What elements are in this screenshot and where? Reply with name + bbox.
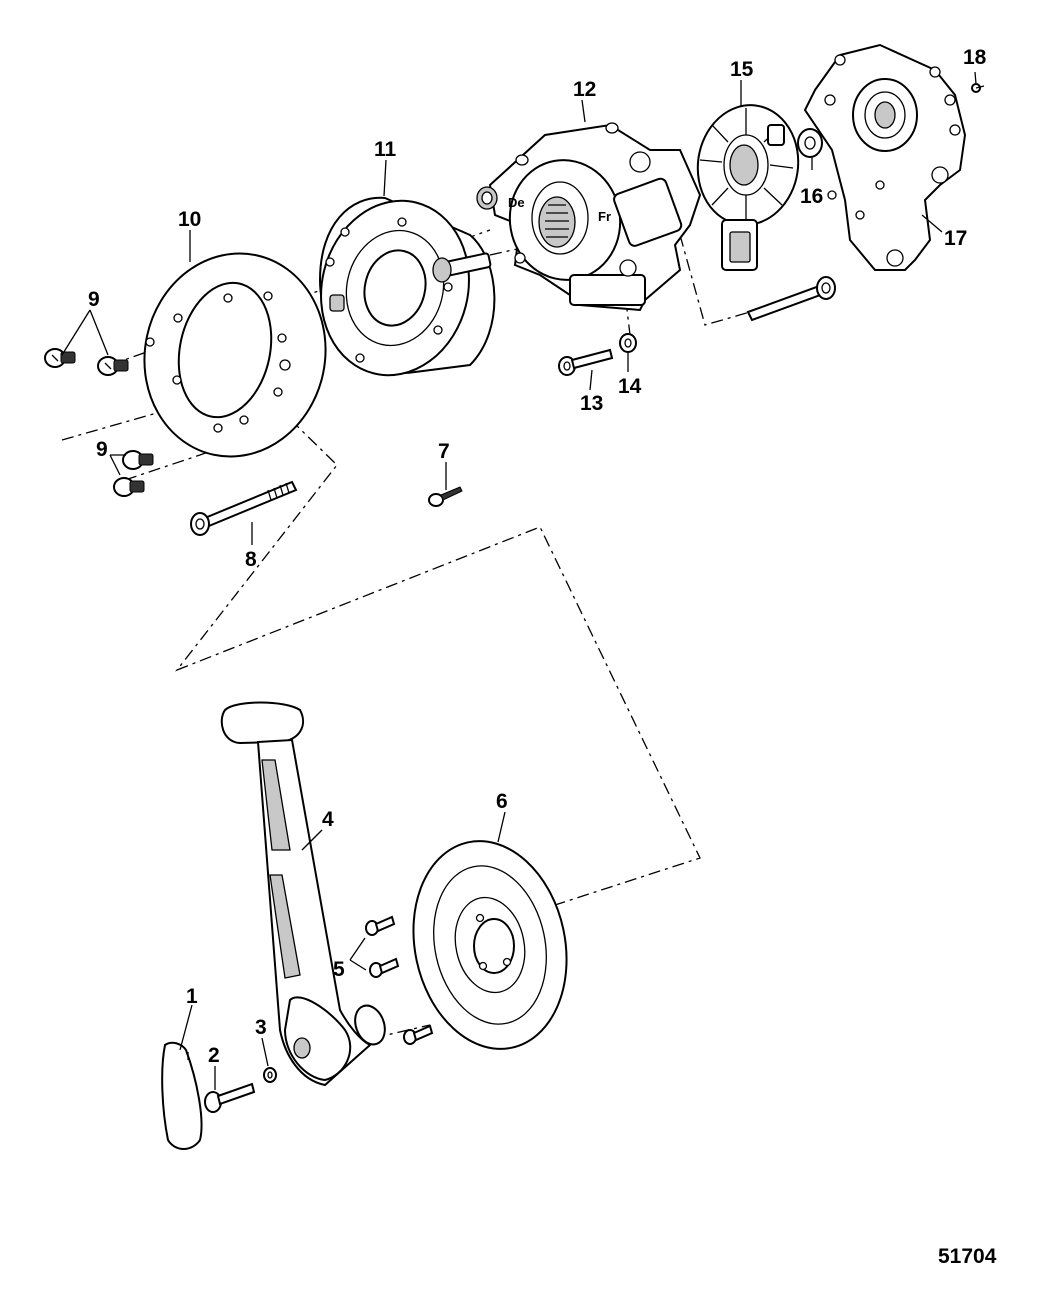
callout-13: 13 [580,392,603,415]
callout-7: 7 [438,440,450,463]
callout-9-upper: 9 [88,288,100,311]
housing-mark-fr: Fr [598,209,611,224]
figure-number: 51704 [938,1245,997,1268]
housing-mark-de: De [508,195,525,210]
disc-cover-part-6 [412,840,568,1050]
lever-handle-part-4 [220,701,386,1087]
callout-18: 18 [963,46,987,69]
callout-16: 16 [800,185,823,208]
callout-4: 4 [322,808,334,831]
flat-head-screws-part-9 [44,348,154,497]
callout-14: 14 [618,375,642,398]
callout-labels: 1 2 3 4 5 6 7 8 9 9 10 11 12 13 14 15 16… [88,46,987,1067]
callout-1: 1 [186,985,198,1008]
long-bolt-part-8 [190,480,298,536]
callout-9-lower: 9 [96,438,108,461]
long-bolt-rear [746,276,836,322]
washer-part-3 [263,1067,277,1083]
callout-11: 11 [374,138,397,161]
small-screw-part-7 [428,486,463,507]
washer-part-14 [619,333,637,353]
knob-cover-part-1 [161,1041,203,1150]
callout-5: 5 [333,958,345,981]
callout-2: 2 [208,1044,220,1067]
back-plate-part-17 [803,43,967,271]
callout-17: 17 [944,227,967,250]
ring-plate-part-10 [143,252,327,458]
sensor-cover-part-15 [696,104,800,271]
tiny-screw-part-18 [971,83,985,93]
callout-12: 12 [573,78,596,101]
socket-screw-part-13 [558,348,614,376]
callout-15: 15 [730,58,754,81]
callout-3: 3 [255,1016,267,1039]
leader-lines [61,71,977,1090]
control-housing-part-12: De Fr [476,122,702,312]
bolt-part-2 [204,1082,256,1113]
callout-10: 10 [178,208,201,231]
drum-hub-part-11 [318,196,496,377]
callout-8: 8 [245,548,257,571]
callout-6: 6 [496,790,508,813]
washer-part-16 [797,128,823,158]
screws-part-5 [365,915,434,1045]
